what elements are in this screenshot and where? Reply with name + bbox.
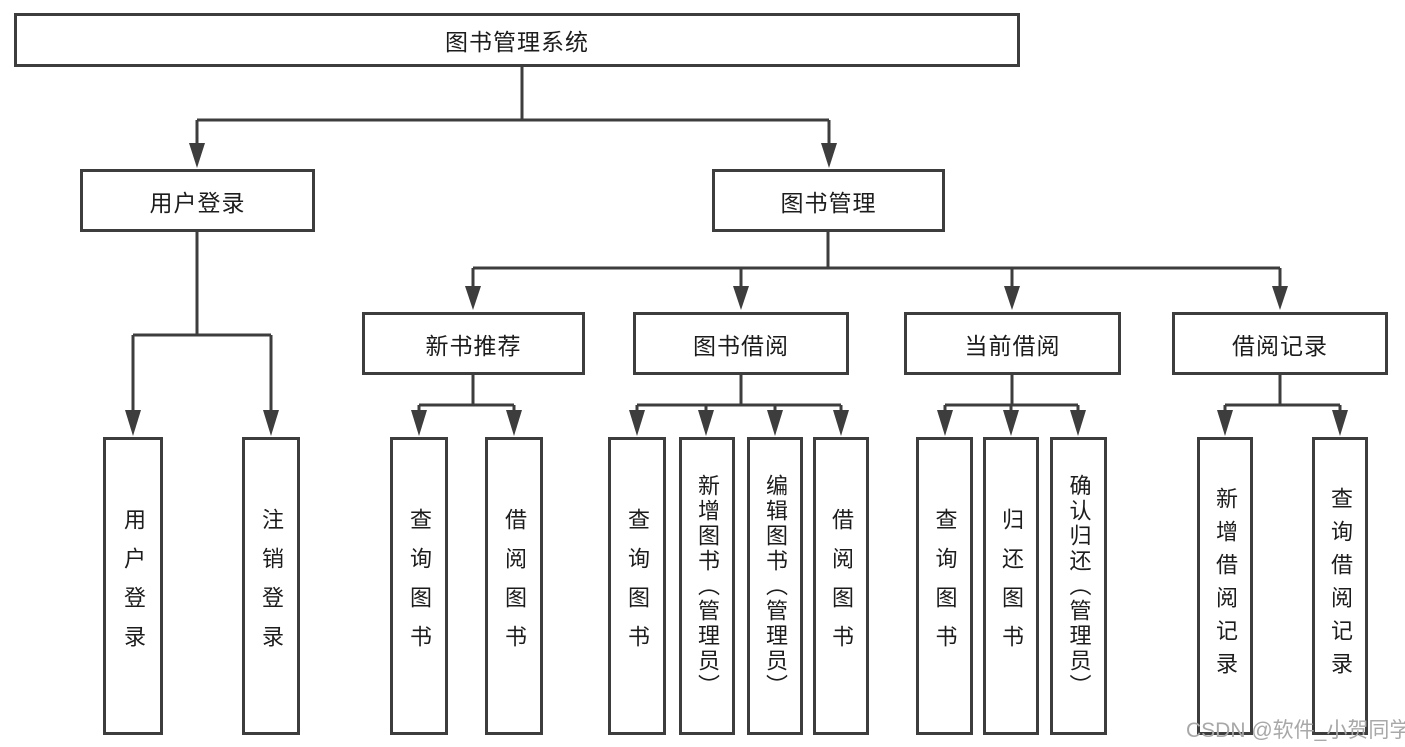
node-current-borrowing: 当前借阅: [904, 312, 1121, 375]
arrow-down-icon: [629, 410, 645, 436]
node-add-books-admin: 新增图书（管理员）: [679, 437, 735, 735]
node-edit-books-admin: 编辑图书（管理员）: [747, 437, 803, 735]
arrow-down-icon: [767, 410, 783, 436]
arrow-down-icon: [1004, 286, 1020, 310]
node-query-borrow-record: 查询借阅记录: [1312, 437, 1368, 735]
node-logout: 注销登录: [242, 437, 300, 735]
arrow-down-icon: [1332, 410, 1348, 436]
arrow-down-icon: [937, 410, 953, 436]
node-query-books-3: 查询图书: [916, 437, 973, 735]
arrow-down-icon: [189, 143, 205, 168]
arrow-down-icon: [1070, 410, 1086, 436]
arrow-down-icon: [465, 286, 481, 310]
node-query-books-2: 查询图书: [608, 437, 666, 735]
node-book-borrowing: 图书借阅: [633, 312, 849, 375]
node-borrow-books-1: 借阅图书: [485, 437, 543, 735]
arrow-down-icon: [1217, 410, 1233, 436]
node-query-books-1: 查询图书: [390, 437, 448, 735]
node-borrowing-records: 借阅记录: [1172, 312, 1388, 375]
node-return-books: 归还图书: [983, 437, 1039, 735]
arrow-down-icon: [263, 410, 279, 436]
arrow-down-icon: [1003, 410, 1019, 436]
node-user-login-leaf: 用户登录: [103, 437, 163, 735]
arrow-down-icon: [733, 286, 749, 310]
node-book-management: 图书管理: [712, 169, 945, 232]
node-borrow-books-2: 借阅图书: [813, 437, 869, 735]
arrow-down-icon: [1272, 286, 1288, 310]
arrow-down-icon: [411, 410, 427, 436]
arrow-down-icon: [698, 410, 714, 436]
node-new-book-recommend: 新书推荐: [362, 312, 585, 375]
arrow-down-icon: [125, 410, 141, 436]
node-user-login: 用户登录: [80, 169, 315, 232]
node-confirm-return-admin: 确认归还（管理员）: [1050, 437, 1107, 735]
arrow-down-icon: [821, 143, 837, 168]
arrow-down-icon: [506, 410, 522, 436]
csdn-watermark: CSDN @软件_小贺同学: [1186, 719, 1405, 742]
node-add-borrow-record: 新增借阅记录: [1197, 437, 1253, 735]
node-root: 图书管理系统: [14, 13, 1020, 67]
arrow-down-icon: [833, 410, 849, 436]
